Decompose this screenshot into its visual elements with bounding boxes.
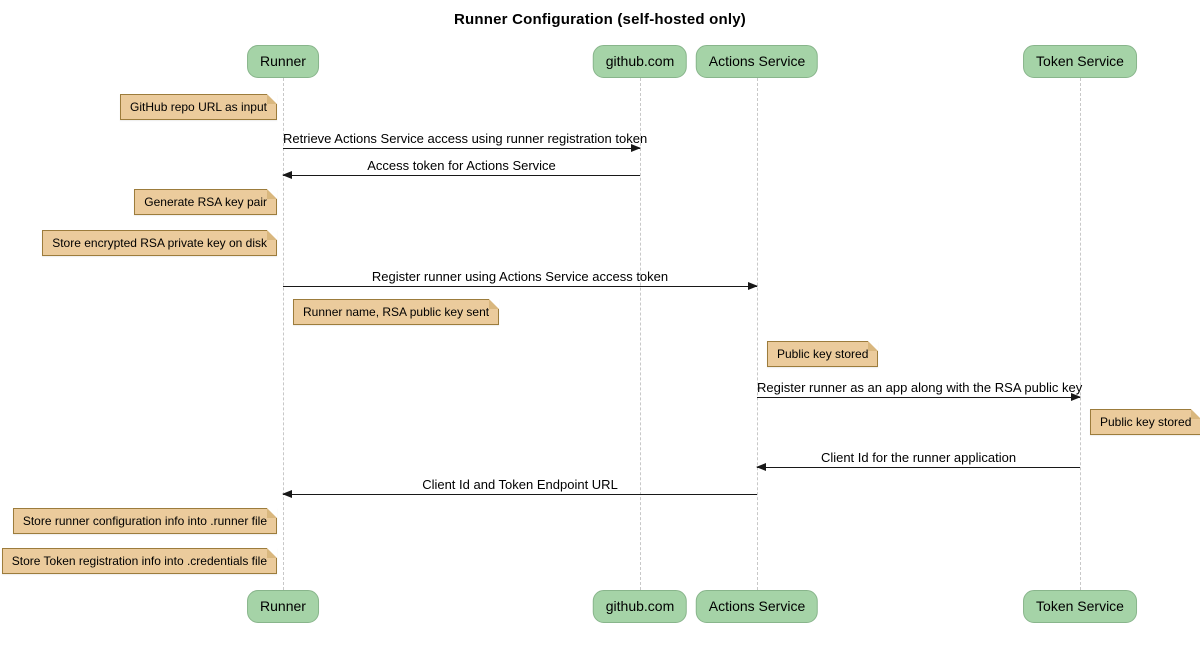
note-label: Runner name, RSA public key sent bbox=[303, 305, 490, 319]
participant-token-service-top: Token Service bbox=[1023, 45, 1137, 78]
arrow-left-icon bbox=[756, 463, 1080, 471]
participant-actions-service-top: Actions Service bbox=[695, 45, 819, 78]
participant-github-bottom: github.com bbox=[592, 590, 688, 623]
note-store-private-key: Store encrypted RSA private key on disk bbox=[42, 230, 277, 256]
note-fold-icon bbox=[1191, 409, 1200, 419]
message-label: Register runner as an app along with the… bbox=[757, 380, 1083, 395]
message-label: Client Id for the runner application bbox=[820, 450, 1017, 465]
note-fold-icon bbox=[267, 508, 277, 518]
note-public-key-stored-token: Public key stored bbox=[1090, 409, 1200, 435]
message-label: Retrieve Actions Service access using ru… bbox=[283, 131, 648, 146]
message-register-runner: Register runner using Actions Service ac… bbox=[283, 269, 758, 290]
lifeline-actions-service bbox=[757, 78, 758, 590]
message-access-token-returned: Access token for Actions Service bbox=[282, 158, 640, 179]
message-label: Register runner using Actions Service ac… bbox=[371, 269, 669, 284]
participant-runner-top: Runner bbox=[247, 45, 319, 78]
note-runner-name-public-key-sent: Runner name, RSA public key sent bbox=[293, 299, 500, 325]
lifeline-runner bbox=[283, 78, 284, 590]
message-label: Client Id and Token Endpoint URL bbox=[422, 477, 618, 492]
note-fold-icon bbox=[489, 299, 500, 309]
note-store-runner-file: Store runner configuration info into .ru… bbox=[12, 508, 277, 534]
participant-runner-bottom: Runner bbox=[247, 590, 319, 623]
note-fold-icon bbox=[267, 189, 277, 199]
lifeline-github bbox=[640, 78, 641, 590]
note-label: Generate RSA key pair bbox=[144, 195, 267, 209]
note-github-repo-url: GitHub repo URL as input bbox=[120, 94, 277, 120]
note-fold-icon bbox=[267, 94, 277, 104]
message-register-runner-app: Register runner as an app along with the… bbox=[757, 380, 1083, 401]
arrow-right-icon bbox=[283, 282, 758, 290]
note-fold-icon bbox=[868, 341, 879, 351]
message-label: Access token for Actions Service bbox=[367, 158, 556, 173]
arrow-right-icon bbox=[283, 144, 641, 152]
message-client-id-returned: Client Id for the runner application bbox=[756, 450, 1080, 471]
participant-token-service-bottom: Token Service bbox=[1023, 590, 1137, 623]
note-label: Public key stored bbox=[1100, 415, 1192, 429]
arrow-right-icon bbox=[757, 393, 1081, 401]
message-client-id-endpoint-url: Client Id and Token Endpoint URL bbox=[282, 477, 757, 498]
note-label: Store runner configuration info into .ru… bbox=[22, 514, 267, 528]
note-label: Public key stored bbox=[777, 347, 869, 361]
note-fold-icon bbox=[267, 230, 277, 240]
arrow-left-icon bbox=[282, 490, 757, 498]
arrow-left-icon bbox=[282, 171, 640, 179]
message-retrieve-actions-access: Retrieve Actions Service access using ru… bbox=[283, 131, 648, 152]
lifeline-token-service bbox=[1080, 78, 1081, 590]
diagram-title: Runner Configuration (self-hosted only) bbox=[454, 11, 746, 28]
note-label: Store Token registration info into .cred… bbox=[11, 554, 267, 568]
participant-actions-service-bottom: Actions Service bbox=[695, 590, 819, 623]
participant-github-top: github.com bbox=[592, 45, 688, 78]
note-fold-icon bbox=[267, 548, 277, 558]
note-public-key-stored-actions: Public key stored bbox=[767, 341, 879, 367]
note-generate-rsa-key-pair: Generate RSA key pair bbox=[134, 189, 277, 215]
note-label: GitHub repo URL as input bbox=[130, 100, 267, 114]
note-store-credentials-file: Store Token registration info into .cred… bbox=[1, 548, 277, 574]
note-label: Store encrypted RSA private key on disk bbox=[52, 236, 267, 250]
